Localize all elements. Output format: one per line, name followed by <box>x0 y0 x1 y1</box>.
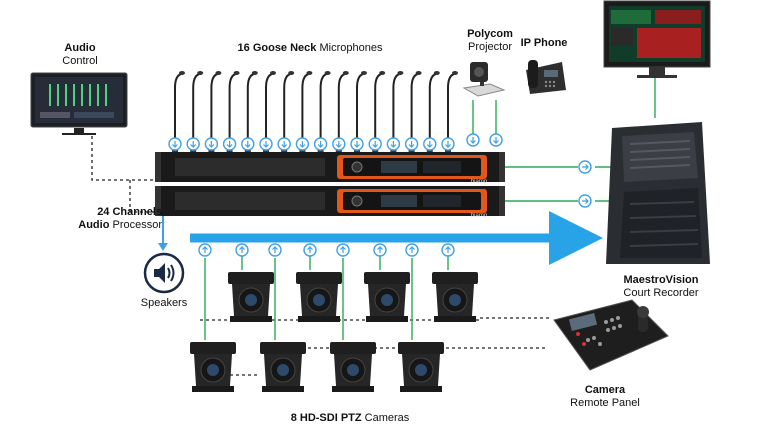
speakers-label: Speakers <box>134 297 194 310</box>
polycom-title: Polycom <box>467 28 513 40</box>
ptz-camera <box>260 342 306 392</box>
audio-control-label: Audio Control <box>48 42 112 68</box>
audio-processor-unit-2 <box>155 186 505 216</box>
polycom-label: Polycom Projector <box>460 28 520 54</box>
camera-remote-panel <box>548 294 672 374</box>
processor-title-2: Audio <box>78 219 110 231</box>
audio-processor-label: 24 Channels Audio Processor <box>52 206 162 232</box>
ip-phone-title: IP Phone <box>520 37 568 49</box>
ptz-camera <box>432 272 478 322</box>
ptz-camera <box>330 342 376 392</box>
ip-phone-device <box>522 56 568 96</box>
microphones-label: 16 Goose Neck Microphones <box>230 42 390 55</box>
camera-panel-title: Camera <box>584 384 626 396</box>
recorder-subtitle: Court Recorder <box>623 287 699 299</box>
ptz-camera <box>364 272 410 322</box>
processor-brand-label: biamp <box>464 176 494 189</box>
recorder-label: MaestroVision Court Recorder <box>606 274 716 300</box>
polycom-device <box>460 58 508 102</box>
camera-panel-label: Camera Remote Panel <box>560 384 650 410</box>
ip-phone-label: IP Phone <box>516 37 572 50</box>
ptz-camera <box>398 342 444 392</box>
speakers-text: Speakers <box>140 297 188 309</box>
speaker-icon <box>143 252 185 294</box>
processor-subtitle: Processor <box>109 219 162 231</box>
ptz-camera <box>190 342 236 392</box>
cameras-label: 8 HD-SDI PTZ Cameras <box>270 412 430 425</box>
recorder-title: MaestroVision <box>623 274 699 286</box>
audio-control-monitor <box>30 72 128 136</box>
processor-brand: biamp <box>470 179 488 185</box>
polycom-subtitle: Projector <box>467 41 513 53</box>
microphones-title: 16 Goose Neck <box>237 42 317 54</box>
audio-control-title: Audio <box>64 42 96 54</box>
processor-title: 24 Channels <box>97 206 162 218</box>
cameras-title: 8 HD-SDI PTZ <box>290 412 362 424</box>
audio-processor-unit-1 <box>155 152 505 182</box>
microphones-subtitle: Microphones <box>316 42 383 54</box>
camera-panel-subtitle: Remote Panel <box>570 397 640 409</box>
processor-brand-2: biamp <box>470 213 488 219</box>
processor-brand-label-2: biamp <box>464 210 494 223</box>
recorder-monitor <box>603 0 711 80</box>
green-signal-wires <box>204 78 656 340</box>
cameras-subtitle: Cameras <box>361 412 410 424</box>
ptz-camera <box>296 272 342 322</box>
recorder-tower <box>602 118 712 268</box>
audio-control-subtitle: Control <box>62 55 98 67</box>
ptz-camera <box>228 272 274 322</box>
